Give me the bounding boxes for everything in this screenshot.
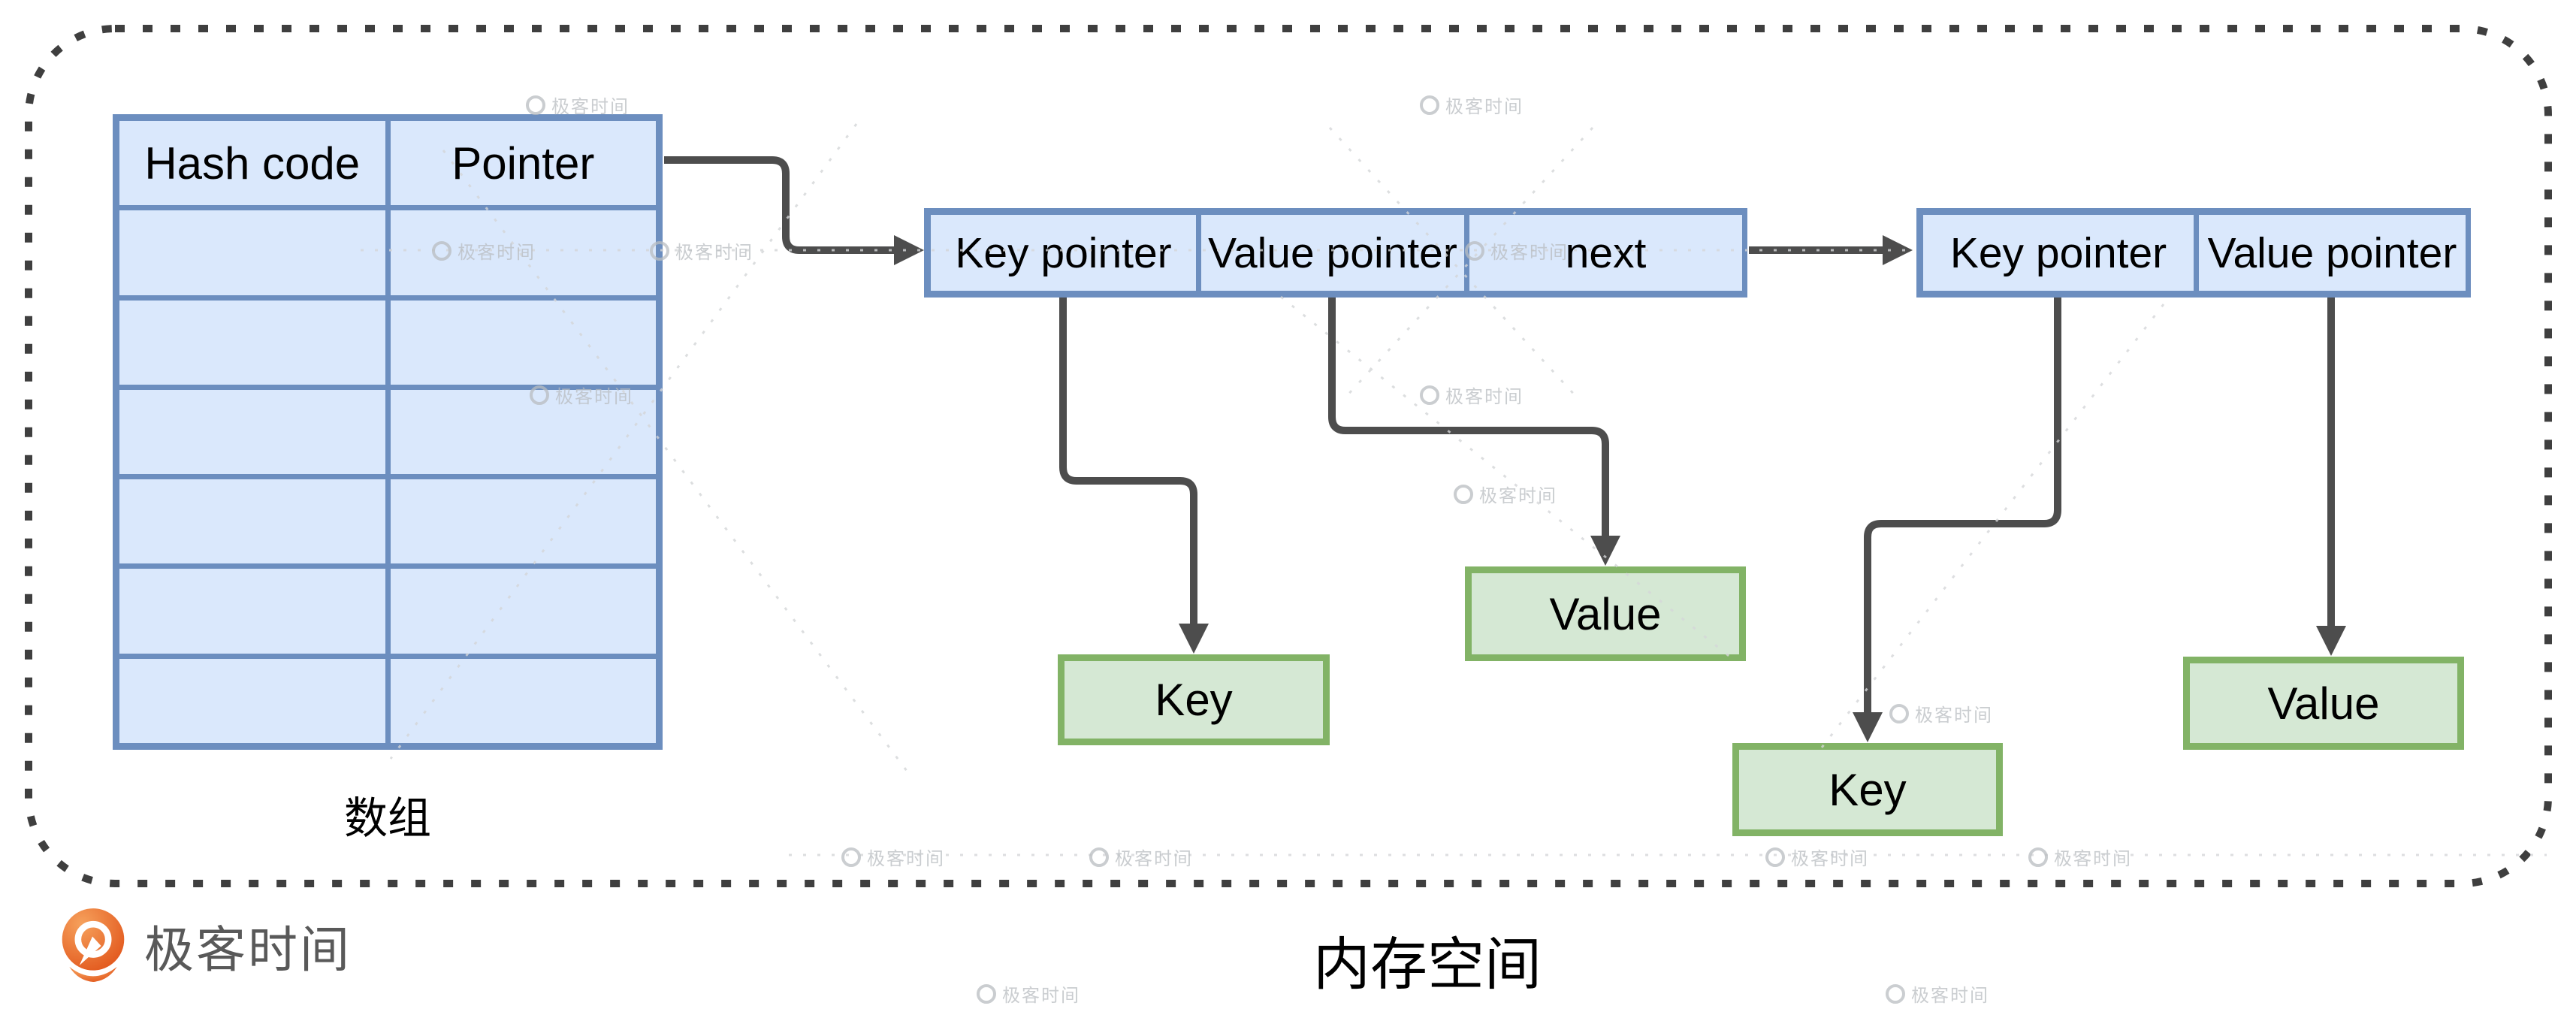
array-empty-cell bbox=[119, 210, 385, 295]
array-empty-cell bbox=[119, 300, 385, 385]
node1-next-cell: next bbox=[1469, 215, 1742, 291]
array-empty-cell bbox=[390, 300, 656, 385]
node2-key-pointer-cell: Key pointer bbox=[1923, 215, 2194, 291]
geektime-logo: 极客时间 bbox=[57, 908, 352, 984]
watermark: 极客时间 bbox=[841, 844, 945, 870]
array-empty-cell bbox=[119, 569, 385, 654]
watermark: 极客时间 bbox=[650, 237, 753, 264]
watermark-dotted-line bbox=[1820, 304, 2165, 748]
value-box-1: Value bbox=[1465, 566, 1746, 661]
array-empty-cell bbox=[390, 479, 656, 564]
watermark-logo-icon bbox=[1420, 385, 1439, 405]
array-empty-cell bbox=[390, 658, 656, 743]
watermark-logo-icon bbox=[977, 983, 996, 1004]
array-label: 数组 bbox=[343, 794, 431, 843]
list-node-1: Key pointer Value pointer next bbox=[924, 208, 1747, 298]
watermark: 极客时间 bbox=[1765, 844, 1869, 870]
array-empty-cell bbox=[390, 389, 656, 475]
watermark: 极客时间 bbox=[1420, 382, 1524, 408]
array-empty-cell bbox=[119, 389, 385, 475]
geektime-logo-icon bbox=[62, 908, 125, 982]
watermark: 极客时间 bbox=[1420, 92, 1524, 118]
node1-key-pointer-cell: Key pointer bbox=[931, 215, 1196, 291]
watermark-logo-icon bbox=[1089, 847, 1109, 867]
watermark-logo-icon bbox=[1886, 983, 1905, 1004]
node2-value-pointer-cell: Value pointer bbox=[2199, 215, 2466, 291]
watermark: 极客时间 bbox=[1886, 980, 1989, 1007]
array-empty-cell bbox=[119, 658, 385, 743]
arrow-node2-keypointer-to-key bbox=[1853, 298, 2061, 742]
key-box-1: Key bbox=[1058, 654, 1330, 745]
watermark-logo-icon bbox=[841, 847, 861, 867]
key-box-2: Key bbox=[1732, 743, 2003, 836]
hash-array-table: Hash code Pointer bbox=[113, 114, 663, 750]
watermark-logo-icon bbox=[1420, 95, 1439, 115]
watermark: 极客时间 bbox=[1454, 481, 1557, 507]
node1-value-pointer-cell: Value pointer bbox=[1201, 215, 1464, 291]
array-empty-cell bbox=[390, 569, 656, 654]
array-empty-cell bbox=[390, 210, 656, 295]
value-box-2: Value bbox=[2183, 657, 2464, 750]
memory-space-label: 内存空间 bbox=[1313, 933, 1542, 997]
watermark-logo-icon bbox=[526, 95, 545, 115]
watermark-logo-icon bbox=[1454, 484, 1473, 504]
array-header-hash-code: Hash code bbox=[119, 121, 385, 206]
arrow-node1-keypointer-to-key bbox=[1059, 298, 1209, 654]
geektime-logo-text: 极客时间 bbox=[144, 922, 352, 977]
array-empty-cell bbox=[119, 479, 385, 564]
watermark-logo-icon bbox=[1765, 847, 1785, 867]
arrow-pointer-to-node1 bbox=[664, 156, 924, 265]
arrow-node1-valuepointer-to-value bbox=[1328, 298, 1620, 566]
watermark-logo-icon bbox=[2028, 847, 2048, 867]
array-header-pointer: Pointer bbox=[390, 121, 656, 206]
list-node-2: Key pointer Value pointer bbox=[1916, 208, 2471, 298]
watermark: 极客时间 bbox=[1889, 700, 1993, 726]
watermark: 极客时间 bbox=[2028, 844, 2132, 870]
watermark: 极客时间 bbox=[1089, 844, 1193, 870]
watermark-logo-icon bbox=[1889, 703, 1909, 723]
